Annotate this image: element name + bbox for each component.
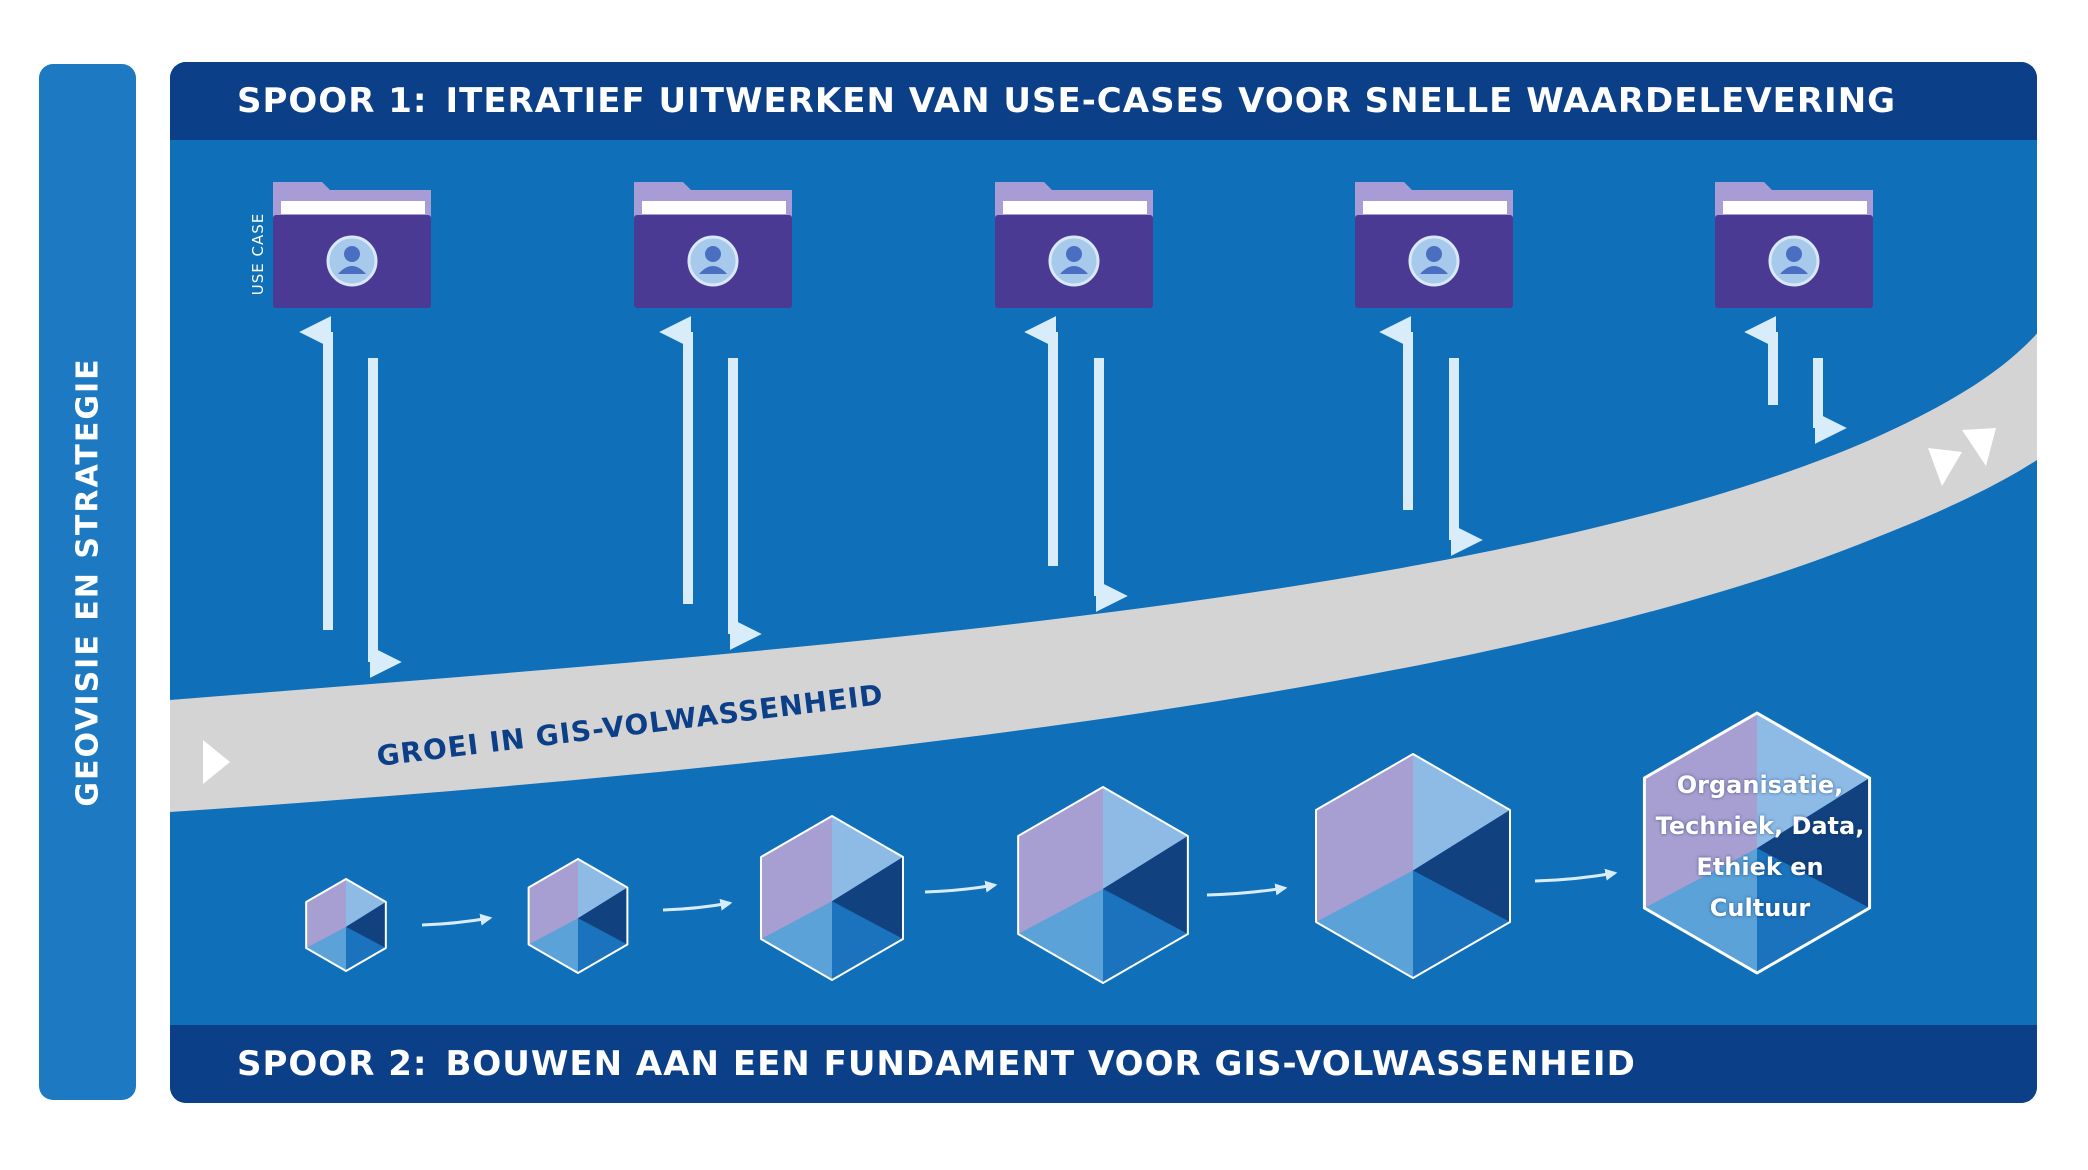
hex-slice [1316, 870, 1413, 978]
track-1-header: SPOOR 1: ITERATIEF UITWERKEN VAN USE-CAS… [170, 62, 2037, 140]
hex-slice [1103, 836, 1188, 934]
progress-arrow-5 [1534, 868, 1618, 883]
progress-arrows [421, 868, 1618, 927]
hex-slice [1103, 888, 1188, 983]
progress-arrow-3 [924, 880, 998, 894]
hex-slice [1644, 848, 1757, 973]
maturity-hexagon-3 [759, 815, 905, 981]
maturity-line-3: Ethiek en [1696, 853, 1824, 881]
maturity-line-4: Cultuur [1709, 894, 1811, 922]
hex-slice [1413, 754, 1510, 871]
hex-slice [1413, 870, 1510, 978]
hex-outline [1642, 711, 1872, 975]
hex-slice [346, 902, 386, 948]
hex-slice [306, 926, 346, 971]
track-1-title: ITERATIEF UITWERKEN VAN USE-CASES VOOR S… [445, 81, 1897, 121]
hex-outline [1315, 753, 1511, 979]
use-case-folder-3 [995, 182, 1153, 308]
feedback-arrows [299, 315, 1847, 679]
hex-slice [1757, 778, 1870, 908]
hex-slice [1103, 787, 1188, 889]
maturity-line-2: Techniek, Data, [1655, 812, 1865, 840]
track-2-number: SPOOR 2: [237, 1044, 428, 1084]
hex-slice [1757, 848, 1870, 973]
hex-outline [527, 858, 629, 974]
hex-slice [1413, 810, 1510, 922]
growth-path-band [170, 330, 2037, 812]
geovisie-sidebar [39, 64, 136, 1100]
play-icon [203, 740, 230, 784]
progress-arrow-2 [662, 898, 733, 912]
maturity-hexagon-2 [527, 858, 629, 974]
maturity-final-label: Organisatie, Techniek, Data, Ethiek en C… [1620, 765, 1900, 929]
use-case-folder-1 [273, 182, 431, 308]
growth-path [170, 330, 2037, 812]
maturity-line-1: Organisatie, [1676, 771, 1844, 799]
hex-slice [578, 887, 628, 945]
hex-slice [832, 857, 904, 939]
maturity-hexagon-4 [1017, 786, 1189, 984]
maturity-hexagon-6 [1642, 711, 1872, 975]
fast-forward-icon [1928, 428, 1996, 486]
use-case-folder-2 [634, 182, 792, 308]
track-1-number: SPOOR 1: [237, 81, 428, 121]
progress-arrow-1 [421, 913, 493, 927]
hex-outline [305, 878, 387, 972]
hex-slice [346, 926, 386, 971]
use-case-folder-5 [1715, 182, 1873, 308]
hex-slice [832, 901, 904, 980]
hex-slice [528, 918, 578, 973]
hex-slice [578, 859, 628, 919]
maturity-hexagons [305, 711, 1872, 984]
hex-slice [346, 879, 386, 927]
maturity-hexagon-1 [305, 878, 387, 972]
hex-slice [832, 816, 904, 902]
track-2-title: BOUWEN AAN EEN FUNDAMENT VOOR GIS-VOLWAS… [445, 1044, 1636, 1084]
track-2-header: SPOOR 2: BOUWEN AAN EEN FUNDAMENT VOOR G… [170, 1025, 2037, 1103]
use-case-folder-4 [1355, 182, 1513, 308]
hex-slice [760, 901, 832, 980]
use-case-label: USE CASE [249, 212, 267, 296]
hex-slice [1018, 888, 1103, 983]
hex-slice [1757, 713, 1870, 849]
hex-outline [1017, 786, 1189, 984]
hex-slice-purple [1644, 713, 1757, 908]
hex-outline [759, 815, 905, 981]
progress-arrow-4 [1206, 883, 1288, 897]
maturity-hexagon-5 [1315, 753, 1511, 979]
hex-slice [578, 918, 628, 973]
